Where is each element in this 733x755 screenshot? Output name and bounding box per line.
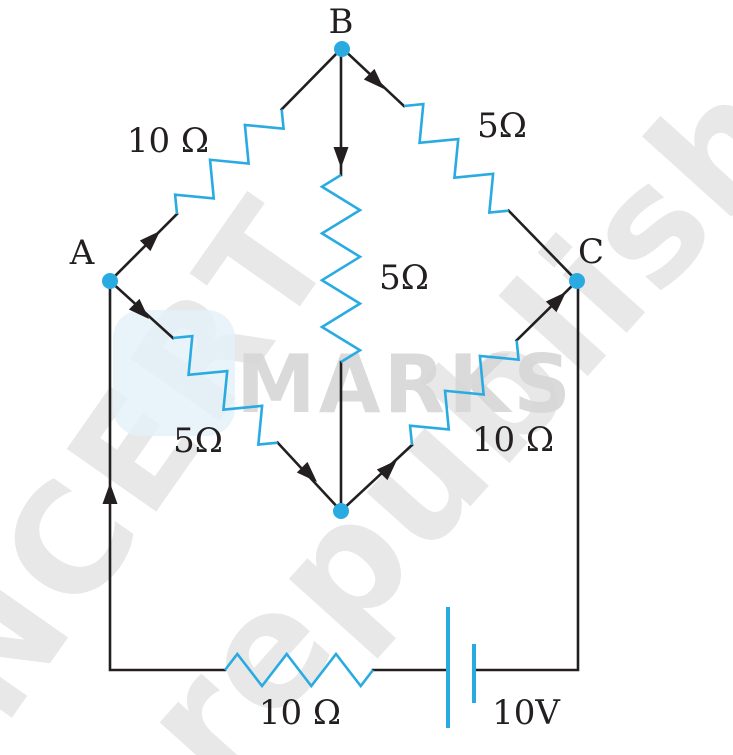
resistor-dc-zigzag	[408, 340, 521, 446]
highlight-blob	[113, 310, 235, 436]
resistors	[172, 102, 521, 689]
node-dot-c	[569, 273, 585, 289]
arrow-into-d	[296, 461, 317, 482]
arrow-b-to-d	[333, 147, 349, 168]
wire-battery-to-c	[472, 279, 580, 672]
wires	[108, 46, 580, 672]
battery	[446, 607, 476, 728]
resistor-series-zigzag	[223, 651, 375, 689]
current-arrows	[102, 68, 566, 504]
arrow-left-wire-up	[102, 483, 118, 504]
arrow-d-to-c-lower	[376, 460, 397, 481]
arrow-b-to-c	[363, 68, 384, 89]
arrow-d-to-c-upper	[545, 292, 566, 313]
wire-rdc-to-c	[514, 279, 579, 343]
node-dots	[102, 41, 585, 519]
wire-rab-to-b	[279, 46, 344, 112]
label-resistor-bc: 5Ω	[477, 106, 527, 146]
wire-d-to-rdc	[339, 443, 414, 513]
arrow-a-to-d	[128, 298, 149, 319]
label-node-a: A	[69, 233, 95, 273]
node-dot-a	[102, 273, 118, 289]
node-dot-b	[334, 41, 350, 57]
label-node-b: B	[329, 2, 354, 42]
label-resistor-ad: 5Ω	[173, 421, 223, 461]
arrow-a-to-b	[139, 231, 160, 252]
label-resistor-series: 10 Ω	[259, 693, 341, 733]
resistor-ab-zigzag	[173, 109, 286, 215]
label-battery: 10V	[492, 693, 561, 733]
label-resistor-dc: 10 Ω	[472, 420, 554, 460]
wire-a-to-rab	[108, 212, 179, 283]
resistor-bc-zigzag	[403, 102, 509, 215]
node-dot-d	[333, 503, 349, 519]
wire-rbc-to-c	[506, 208, 579, 283]
resistor-bd-zigzag	[319, 173, 363, 364]
label-node-c: C	[578, 232, 604, 272]
label-resistor-ab: 10 Ω	[127, 121, 209, 161]
label-resistor-bd: 5Ω	[379, 258, 429, 298]
resistor-ad-zigzag	[172, 334, 278, 447]
watermark-marks: MARKS	[236, 338, 574, 431]
wire-left-bottom	[108, 279, 227, 672]
labels: B A C 10 Ω 5Ω 5Ω 5Ω 10 Ω 10 Ω 10V	[69, 2, 604, 733]
